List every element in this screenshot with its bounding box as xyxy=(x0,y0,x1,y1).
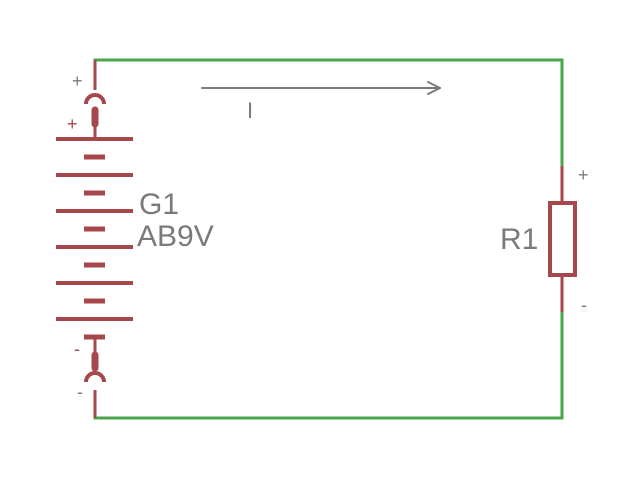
resistor-name-label: R1 xyxy=(500,223,538,256)
battery-bottom-connector xyxy=(84,371,106,383)
battery-bottom-outer-sign: - xyxy=(77,382,83,402)
battery-long-plates xyxy=(56,137,133,321)
resistor-top-sign: + xyxy=(578,165,589,185)
battery-g1 xyxy=(56,60,133,418)
battery-value-label: AB9V xyxy=(137,220,214,253)
current-arrow xyxy=(201,81,441,95)
current-arrow-head xyxy=(427,81,441,95)
resistor-r1 xyxy=(548,166,577,312)
battery-top-inner-sign: + xyxy=(67,114,78,134)
current-label: I xyxy=(247,98,253,123)
battery-top-outer-sign: + xyxy=(72,71,83,91)
battery-name-label: G1 xyxy=(139,188,179,221)
battery-top-connector xyxy=(84,93,106,105)
resistor-bottom-sign: - xyxy=(581,295,587,315)
resistor-body xyxy=(548,201,577,277)
battery-bottom-inner-sign: - xyxy=(74,339,80,359)
wires xyxy=(93,58,564,420)
